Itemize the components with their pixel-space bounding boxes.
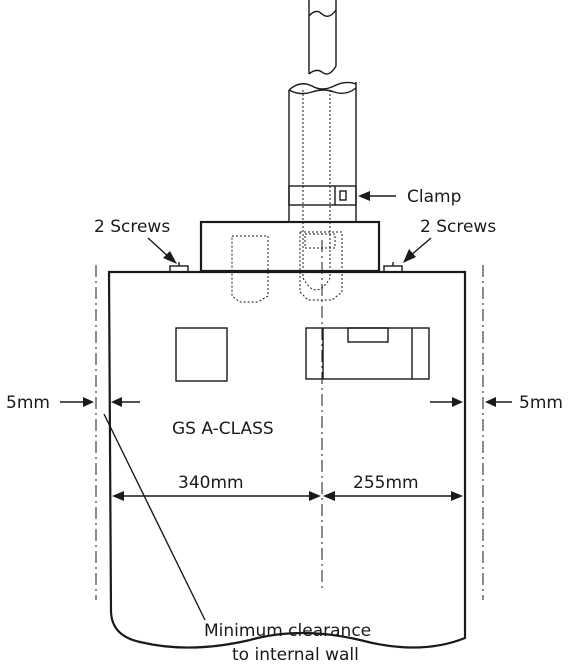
clamp-band xyxy=(288,185,357,206)
internal-pipe-hidden xyxy=(299,90,343,301)
boiler-body xyxy=(107,270,467,649)
unit-name-label: GS A-CLASS xyxy=(172,419,274,439)
control-panel-square xyxy=(175,327,228,382)
clamp-pointer xyxy=(358,191,396,201)
clearance-note-line2: to internal wall xyxy=(232,645,359,665)
clearance-right-arrows xyxy=(430,397,512,407)
clearance-note-leader xyxy=(103,413,206,621)
clearance-note-line1: Minimum clearance xyxy=(204,621,371,641)
display-panel xyxy=(305,327,430,380)
dimension-right xyxy=(323,491,463,501)
clamp-label: Clamp xyxy=(407,187,461,207)
screws-left-label: 2 Screws xyxy=(94,217,170,237)
flue-adaptor xyxy=(288,81,357,222)
clearance-right-label: 5mm xyxy=(519,393,563,413)
dimension-left xyxy=(112,491,321,501)
internal-fitting-hidden xyxy=(231,235,269,303)
dimension-right-label: 255mm xyxy=(353,473,419,493)
clearance-left-label: 5mm xyxy=(6,393,50,413)
screws-right-pointer xyxy=(403,237,432,263)
screws-left-pointer xyxy=(147,237,177,264)
flue-mount-box xyxy=(199,220,381,273)
flue-pipe xyxy=(308,0,337,75)
clearance-left-arrows xyxy=(60,397,140,407)
dimension-left-label: 340mm xyxy=(178,473,244,493)
screws-right-label: 2 Screws xyxy=(420,217,496,237)
